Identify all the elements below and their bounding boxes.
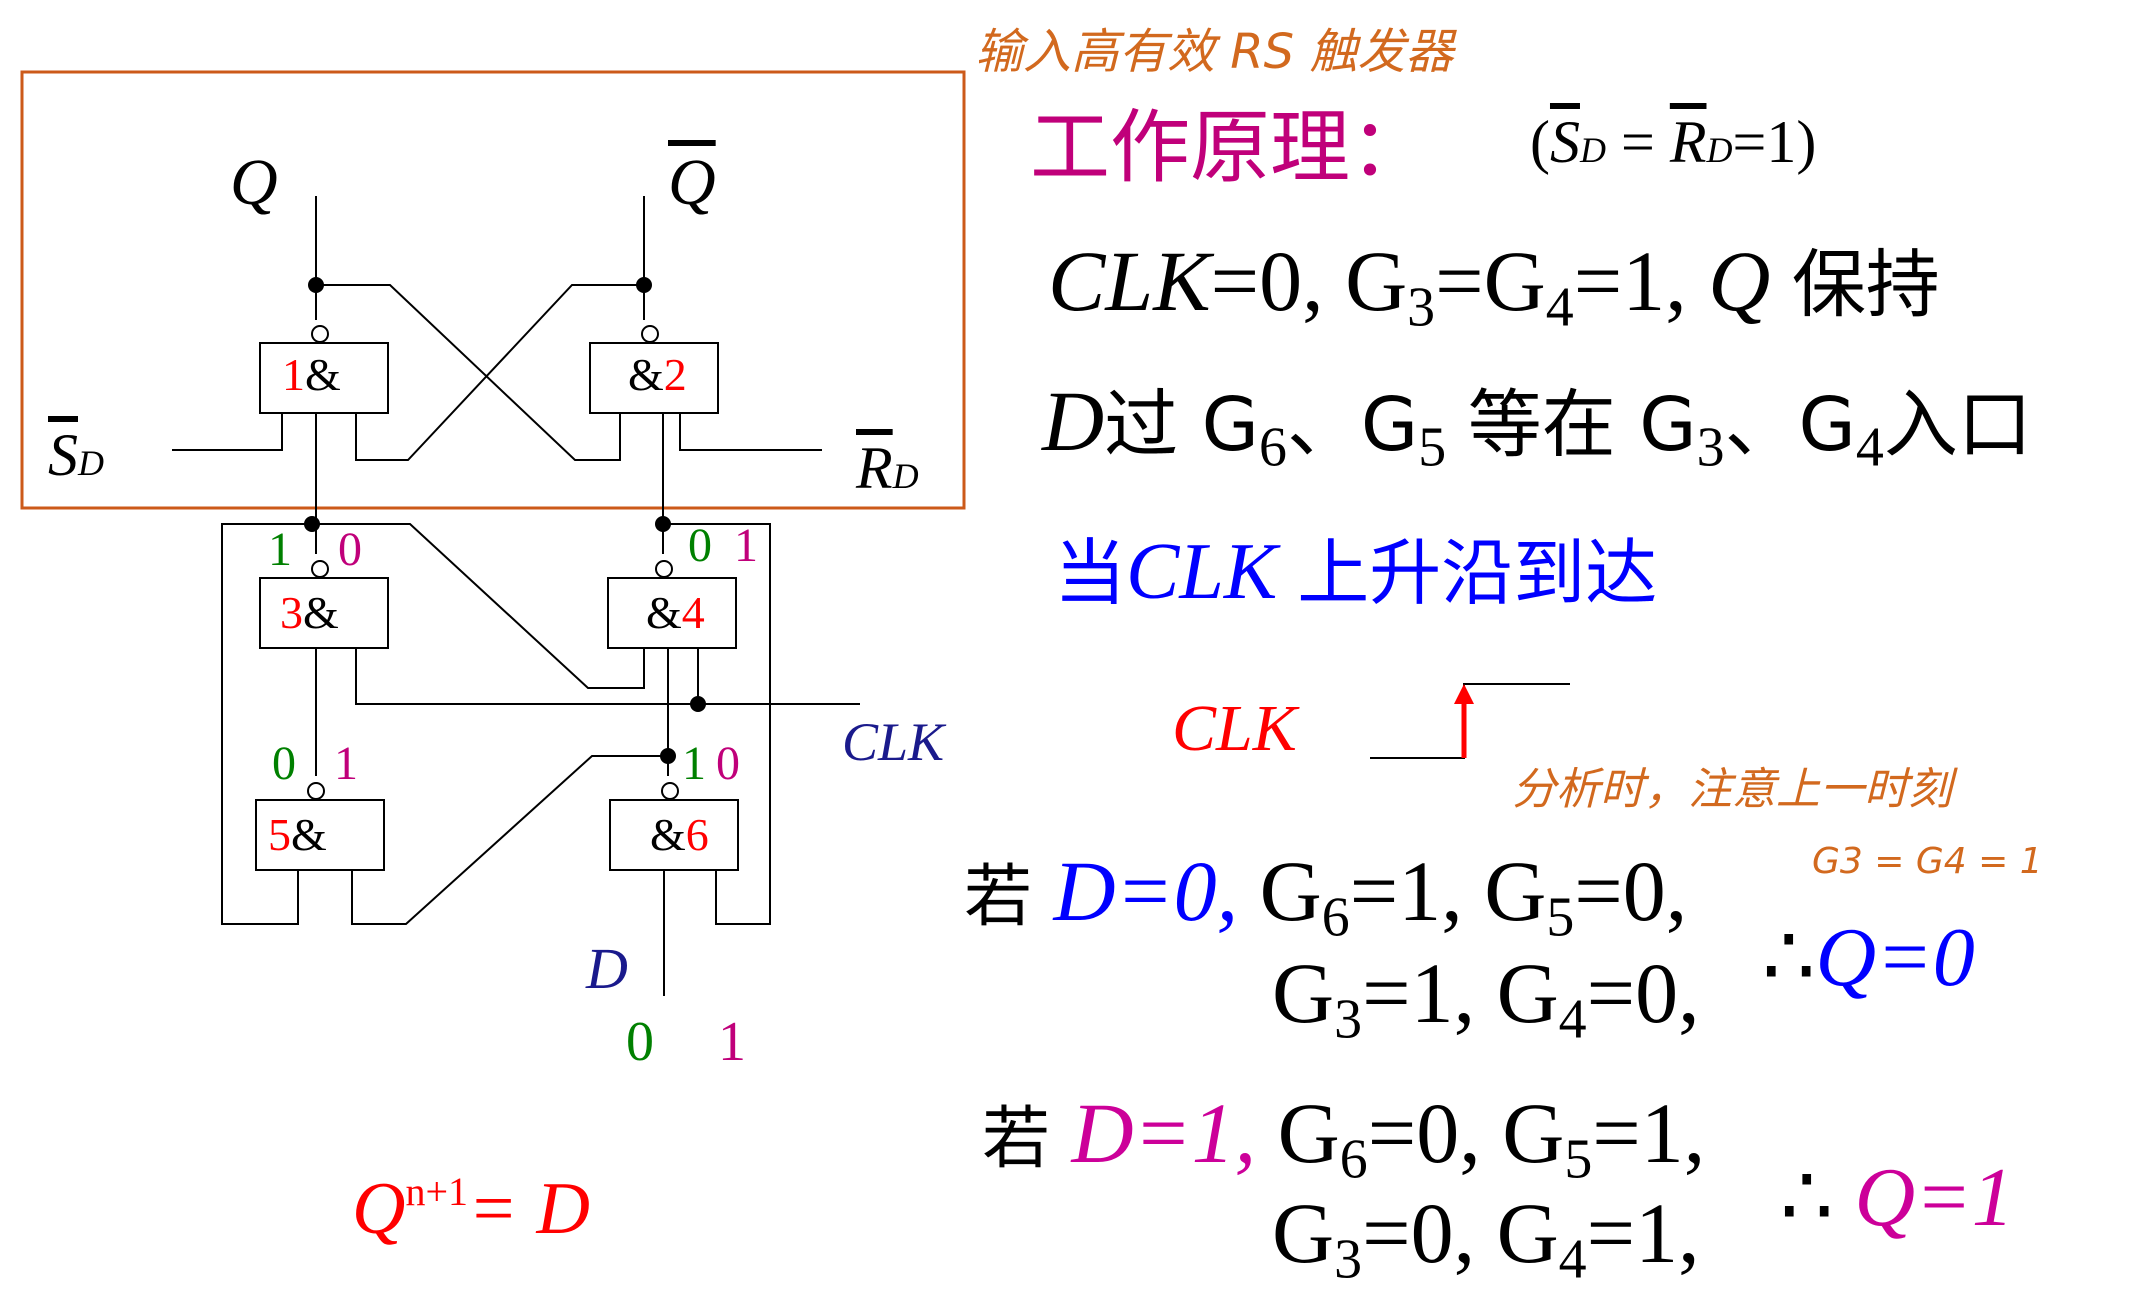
g3-state-b: 0 (338, 523, 362, 576)
q-output-label: Q (230, 146, 278, 219)
gate-5-label: 5& (268, 809, 327, 860)
d-value-b: 1 (718, 1011, 746, 1073)
clk-rising-edge-waveform (1370, 683, 1570, 759)
annotation-previous-moment: 分析时，注意上一时刻 (1512, 764, 1952, 815)
gate-3-box (259, 577, 389, 649)
g4-state-b: 1 (734, 519, 758, 572)
gate-6-label: &6 (650, 809, 709, 860)
case-d0-line1: 若 D=0, G6=1, G5=0, (964, 843, 1688, 949)
case-d1-result: ∴ Q=1 (1780, 1151, 2014, 1244)
gate-4-label: &4 (646, 587, 705, 638)
g5-state-a: 0 (272, 737, 296, 790)
d-input-label: D (586, 936, 628, 1001)
sd-sub: D (78, 443, 104, 483)
section-title: 工作原理： (1030, 101, 1430, 194)
gate-6-box (609, 799, 739, 871)
clk-waveform-label: CLK (1172, 692, 1297, 765)
line-d-waits: D过 G6、G5 等在 G3、G4入口 (1042, 373, 2032, 479)
case-d1-line2: G3=0, G4=1, (1272, 1185, 1700, 1291)
g6-state-a: 1 (682, 737, 706, 790)
rd-input-label: RD (856, 438, 919, 498)
case-d1-line1: 若 D=1, G6=0, G5=1, (982, 1085, 1706, 1191)
circuit-diagram (20, 70, 966, 996)
gate-3-label: 3& (280, 587, 339, 638)
qbar-output-label: Q (668, 146, 716, 219)
g4-state-a: 0 (688, 519, 712, 572)
g3-state-a: 1 (268, 523, 292, 576)
g6-state-b: 0 (716, 737, 740, 790)
d-value-a: 0 (626, 1011, 654, 1073)
case-d0-line2: G3=1, G4=0, (1272, 945, 1700, 1051)
gate-2-box (589, 342, 719, 414)
sd-input-label: SD (48, 425, 104, 485)
annotation-g3-g4: G3 = G4 = 1 (1812, 841, 2043, 882)
gate-2-label: &2 (628, 349, 687, 400)
line-clk-zero: CLK=0, G3=G4=1, Q 保持 (1048, 233, 1940, 339)
annotation-top: 输入高有效 RS 触发器 (975, 24, 1454, 80)
gate-5-box (255, 799, 385, 871)
clk-input-label: CLK (842, 712, 945, 772)
condition-label: (SD = RD=1) (1530, 109, 1817, 175)
g5-state-b: 1 (334, 737, 358, 790)
rs-flipflop-frame (20, 70, 966, 510)
gate-4-box (607, 577, 737, 649)
rd-letter: R (856, 435, 893, 501)
characteristic-equation: Qn+1= D (352, 1168, 590, 1250)
rd-sub: D (892, 456, 919, 496)
gate-1-label: 1& (282, 349, 341, 400)
case-d0-result: ∴Q=0 (1762, 911, 1975, 1004)
gate-1-box (259, 342, 389, 414)
sd-letter: S (48, 422, 78, 488)
line-rising-edge: 当CLK 上升沿到达 (1054, 528, 1658, 616)
